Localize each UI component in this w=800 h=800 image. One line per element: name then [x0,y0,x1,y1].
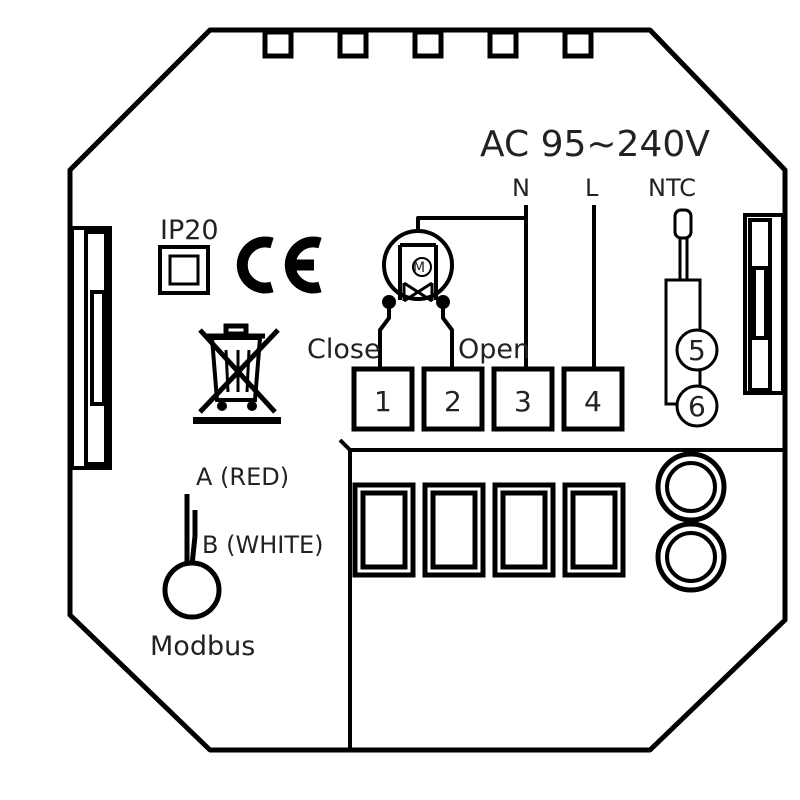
modbus-title: Modbus [150,631,255,662]
ntc-label: NTC [648,174,696,202]
terminal-1-box [351,366,415,432]
close-wire [378,307,391,368]
modbus-a-label: A (RED) [196,463,289,491]
terminal-5-circle [675,328,719,372]
lower-round-terminals [655,451,727,593]
terminal-2-label: 2 [444,385,462,418]
modbus-connector-icon [162,494,222,620]
neutral-label: N [512,174,530,202]
terminal-6-circle [675,384,719,428]
terminal-3-box [491,366,555,432]
top-tab [412,29,444,59]
top-tab [262,29,294,59]
terminal-1-label: 1 [374,385,392,418]
modbus-b-label: B (WHITE) [202,531,324,559]
terminal-4-box [561,366,625,432]
lower-slot-3 [492,482,556,578]
open-wire [441,307,454,368]
ce-mark-icon [236,236,322,294]
top-tab [337,29,369,59]
lower-slot-4 [562,482,626,578]
wiring [378,205,596,370]
top-tabs [262,29,594,59]
open-label: Open [458,334,530,365]
right-mounting-bracket [743,213,785,395]
terminal-5-label: 5 [688,334,706,367]
lower-slot-2 [422,482,486,578]
top-tab [487,29,519,59]
live-label: L [585,174,599,202]
terminal-3-label: 3 [514,385,532,418]
ntc-probe-icon [664,208,702,406]
terminal-2-box [421,366,485,432]
motor-label: M [413,260,425,276]
terminal-4-label: 4 [584,385,602,418]
motor-to-neutral-wire [416,216,528,370]
ntc-terminals [675,328,719,428]
ip-rating-box-icon [158,245,210,295]
top-tab [562,29,594,59]
terminal-blocks [351,366,625,432]
terminal-6-label: 6 [688,390,706,423]
voltage-label: AC 95~240V [480,124,710,165]
lower-screw-slots [352,482,626,578]
close-label: Close [307,334,381,365]
ip-rating-label: IP20 [160,215,219,246]
lower-terminal-housing [338,438,785,750]
lower-slot-1 [352,482,416,578]
left-mounting-bracket [70,226,112,470]
weee-bin-icon [193,323,281,424]
